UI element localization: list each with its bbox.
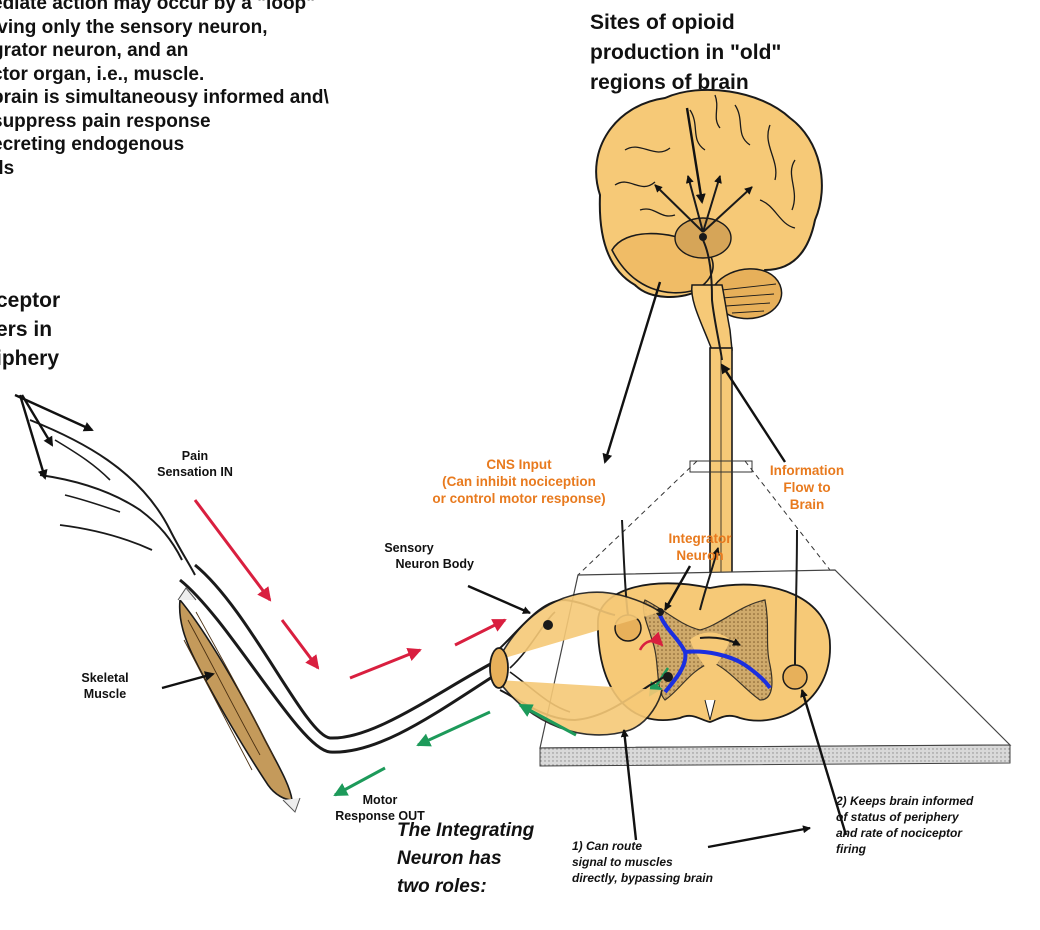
cns-label-line: CNS Input [404, 456, 634, 473]
intro-line: suppress pain response [0, 110, 462, 134]
skeletal-label-line: Muscle [55, 686, 155, 702]
nociceptor-label-line: iphery [0, 344, 60, 373]
integrating-neuron-roles-title: The Integrating Neuron has two roles: [397, 817, 534, 901]
info-label-line: Flow to [752, 479, 862, 496]
nociceptor-label-line: ers in [0, 315, 60, 344]
intro-text: ediate action may occur by a "loop" lvin… [0, 0, 462, 180]
role1-line: signal to muscles [572, 854, 772, 870]
intro-line: lving only the sensory neuron, [0, 16, 462, 40]
info-label-line: Information [752, 462, 862, 479]
role1-line: directly, bypassing brain [572, 870, 772, 886]
roles-title-line: two roles: [397, 873, 534, 901]
intro-line: ediate action may occur by a "loop" [0, 0, 462, 16]
motor-label-line: Motor [320, 792, 440, 808]
intro-line: ecreting endogenous [0, 133, 462, 157]
role2-line: of status of periphery [836, 809, 1036, 825]
info-label-line: Brain [752, 496, 862, 513]
opioid-label-line: production in "old" [590, 38, 781, 68]
pain-label-line: Sensation IN [130, 464, 260, 480]
roles-title-line: The Integrating [397, 817, 534, 845]
opioid-sites-label: Sites of opioid production in "old" regi… [590, 8, 781, 98]
nociceptor-label: ceptor ers in iphery [0, 286, 60, 373]
roles-title-line: Neuron has [397, 845, 534, 873]
opioid-label-line: Sites of opioid [590, 8, 781, 38]
sensory-neuron-body-label: Sensory Neuron Body [344, 540, 474, 572]
integrator-label-line: Integrator [650, 530, 750, 547]
pain-label-line: Pain [130, 448, 260, 464]
intro-line: ctor organ, i.e., muscle. [0, 63, 462, 87]
cns-label-line: (Can inhibit nociception [404, 473, 634, 490]
intro-line: grator neuron, and an [0, 39, 462, 63]
cns-input-label: CNS Input (Can inhibit nociception or co… [404, 456, 634, 507]
skeletal-muscle-label: Skeletal Muscle [55, 670, 155, 702]
role2-line: 2) Keeps brain informed [836, 793, 1036, 809]
role2-line: and rate of nociceptor [836, 825, 1036, 841]
opioid-label-line: regions of brain [590, 68, 781, 98]
sensory-label-line: Neuron Body [344, 556, 474, 572]
intro-line: brain is simultaneousy informed and\ [0, 86, 462, 110]
nociceptor-label-line: ceptor [0, 286, 60, 315]
integrator-label-line: Neuron [650, 547, 750, 564]
role-1-label: 1) Can route signal to muscles directly,… [572, 838, 772, 886]
role1-line: 1) Can route [572, 838, 772, 854]
role2-line: firing [836, 841, 1036, 857]
skeletal-label-line: Skeletal [55, 670, 155, 686]
information-flow-label: Information Flow to Brain [752, 462, 862, 513]
pain-sensation-label: Pain Sensation IN [130, 448, 260, 480]
sensory-label-line: Sensory [344, 540, 474, 556]
intro-line: ds [0, 157, 462, 181]
role-2-label: 2) Keeps brain informed of status of per… [836, 793, 1036, 857]
brain-illustration [596, 90, 822, 588]
integrator-neuron-label: Integrator Neuron [650, 530, 750, 564]
cns-label-line: or control motor response) [404, 490, 634, 507]
